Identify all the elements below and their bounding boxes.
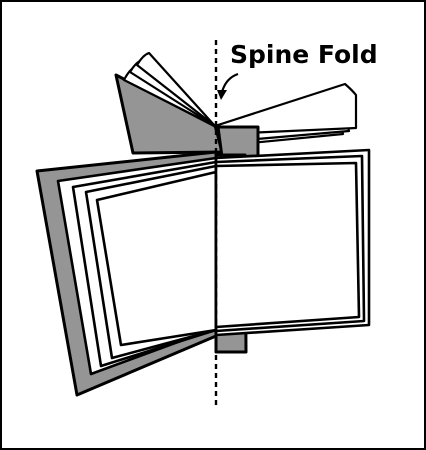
curved-arrow-icon: [217, 72, 239, 100]
front-right-page-3: [214, 161, 361, 329]
back-book: [114, 51, 358, 159]
back-right-page-3: [213, 82, 358, 136]
back-left-page-3: [135, 51, 217, 128]
back-right-cover: [216, 125, 260, 159]
spine-fold-label: Spine Fold: [230, 40, 378, 69]
front-book: [35, 148, 371, 397]
